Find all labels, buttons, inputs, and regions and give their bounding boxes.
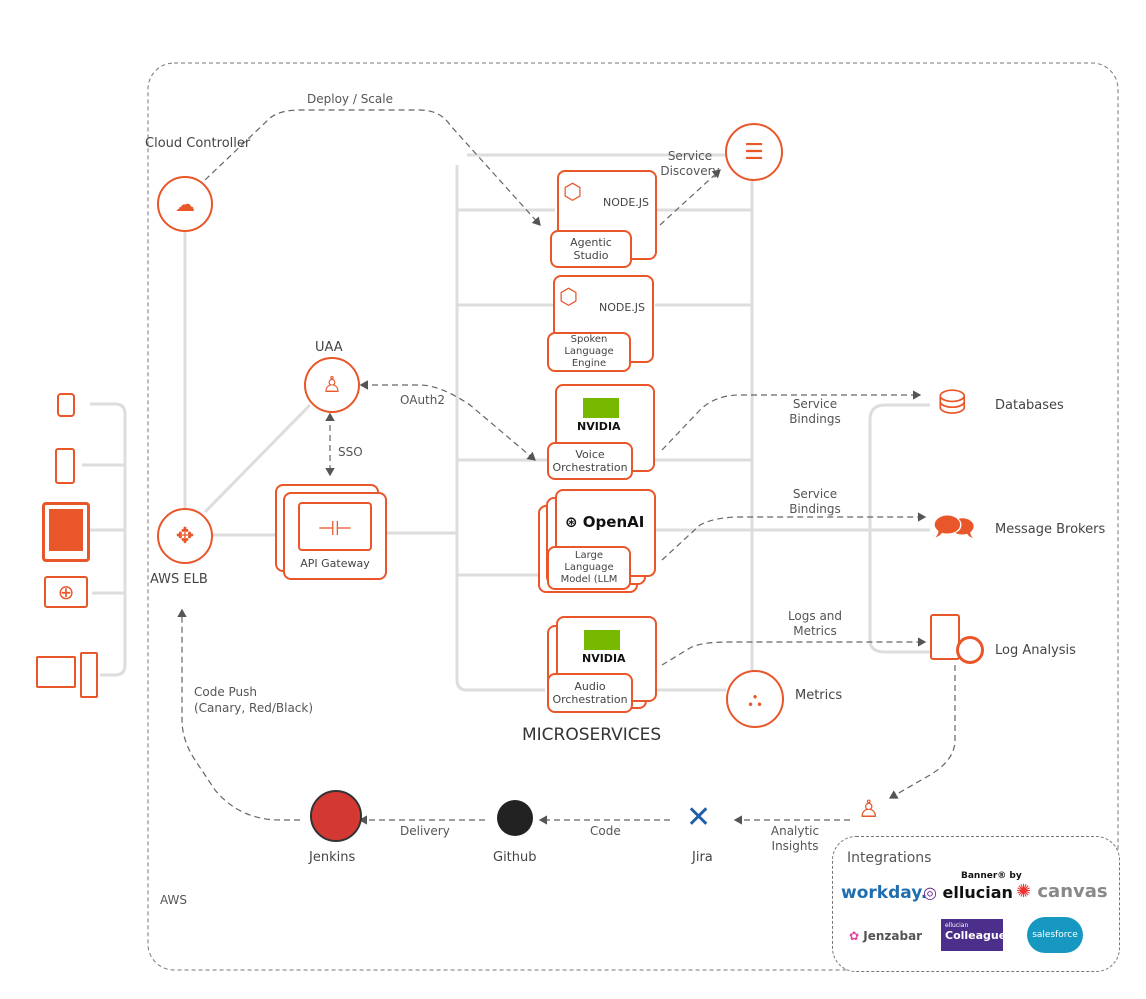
tech-label: OpenAI <box>582 513 645 531</box>
api-gateway: ⊣⊢ API Gateway <box>283 492 387 580</box>
microservices-title: MICROSERVICES <box>522 725 662 745</box>
tech-label: NODE.JS <box>603 196 650 209</box>
log-analysis-label: Log Analysis <box>995 643 1076 658</box>
oauth2-label: OAuth2 <box>400 393 445 407</box>
smartphone-icon <box>55 448 75 484</box>
banner-logo-text: Banner® by <box>961 871 1022 881</box>
service-name: Large Language Model (LLM <box>547 546 631 590</box>
cloud-controller-label: Cloud Controller <box>145 136 251 151</box>
canvas-text: canvas <box>1037 881 1108 902</box>
jira-label: Jira <box>692 850 713 865</box>
service-name: Spoken Language Engine <box>547 332 631 372</box>
tablet-icon <box>42 502 90 562</box>
github-label: Github <box>493 850 537 865</box>
colleague-ellucian-text: ellucian <box>945 922 969 929</box>
jenkins-icon <box>310 790 362 842</box>
aws-label: AWS <box>160 893 188 907</box>
tech-label: NODE.JS <box>599 301 646 314</box>
code-push-label: Code Push <box>194 685 258 699</box>
ellucian-text: ellucian <box>942 883 1013 902</box>
canvas-logo: ✺ canvas <box>1016 881 1108 902</box>
user-icon: ♙ <box>304 357 360 413</box>
gray-connectors <box>82 153 930 692</box>
service-registry-icon: ☰ <box>725 123 783 181</box>
cloud-network-icon: ☁ <box>157 176 213 232</box>
metrics-label: Metrics <box>795 688 843 703</box>
colleague-logo: ellucian Colleague <box>941 919 1007 951</box>
smartwatch-icon <box>57 393 75 417</box>
nodejs-icon: ⬡ <box>559 285 579 310</box>
jira-icon: ✕ <box>686 800 712 835</box>
aws-boundary <box>147 62 1119 971</box>
tech-label: NVIDIA <box>582 652 626 665</box>
jenzabar-logo: ✿ Jenzabar <box>849 929 923 943</box>
tech-label: NVIDIA <box>577 420 621 433</box>
metrics-icon: ⛬ <box>726 670 784 728</box>
workday-logo: workday. <box>841 883 928 903</box>
aws-elb-label: AWS ELB <box>150 572 208 587</box>
openai-logo: ⊛ OpenAI <box>565 513 645 531</box>
database-icon: ⛁ <box>938 383 967 423</box>
service-name: Agentic Studio <box>550 230 632 268</box>
colleague-text: Colleague <box>945 929 1007 942</box>
github-icon <box>497 800 533 836</box>
desktop-icon <box>36 656 76 688</box>
sso-label: SSO <box>338 445 363 459</box>
service-bindings-label: Service Bindings <box>789 397 841 426</box>
api-gateway-icon: ⊣⊢ <box>298 502 372 551</box>
message-broker-icon: 🗪 <box>933 507 976 547</box>
salesforce-logo: salesforce <box>1027 917 1083 953</box>
jenzabar-text: Jenzabar <box>863 929 923 943</box>
analyst-user-icon: ♙ <box>858 795 880 823</box>
nvidia-logo-icon <box>583 398 619 418</box>
server-icon <box>930 614 960 660</box>
analytic-insights-label: Analytic Insights <box>770 824 820 853</box>
uaa-label: UAA <box>315 340 343 355</box>
service-name: Audio Orchestration <box>547 673 633 713</box>
service-discovery-label: Service Discovery <box>660 149 720 178</box>
service-name: Voice Orchestration <box>547 442 633 480</box>
ellucian-logo: ◎ ellucian <box>923 883 1013 902</box>
jenkins-label: Jenkins <box>309 850 356 865</box>
magnifier-icon <box>956 636 984 664</box>
integrations-title: Integrations <box>847 850 932 866</box>
service-bindings-label: Service Bindings <box>789 487 841 516</box>
logs-metrics-label: Logs and Metrics <box>787 609 843 638</box>
integrations-panel: Integrations workday. Banner® by ◎ elluc… <box>832 836 1120 972</box>
deploy-scale-label: Deploy / Scale <box>307 92 393 106</box>
nvidia-logo-icon <box>584 630 620 650</box>
code-push-sublabel: (Canary, Red/Black) <box>194 701 314 715</box>
api-gateway-label: API Gateway <box>300 557 370 570</box>
nodejs-icon: ⬡ <box>563 180 583 205</box>
load-balancer-icon: ✥ <box>157 508 213 564</box>
laptop-globe-icon: ⊕ <box>44 576 88 608</box>
desktop-tower-icon <box>80 652 98 698</box>
delivery-label: Delivery <box>400 824 450 838</box>
message-brokers-label: Message Brokers <box>995 522 1106 537</box>
code-label: Code <box>590 824 621 838</box>
databases-label: Databases <box>995 398 1064 413</box>
